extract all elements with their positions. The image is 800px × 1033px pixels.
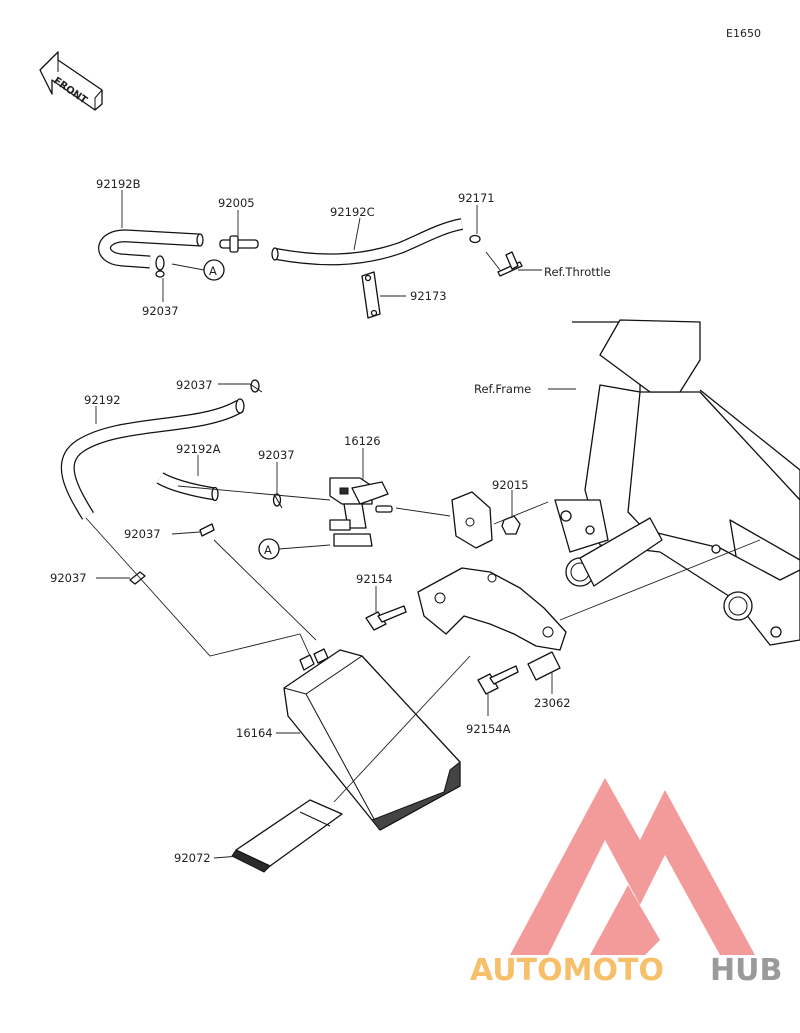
- label-92192: 92192: [84, 393, 121, 407]
- valve-16126: [329, 477, 393, 547]
- label-16126: 16126: [344, 434, 381, 448]
- callout-a-1: A: [203, 259, 225, 281]
- watermark-logo: [510, 778, 755, 955]
- bolt-92154: [365, 605, 407, 631]
- watermark-text-1: AUTOMOTO: [470, 953, 664, 988]
- label-23062: 23062: [534, 696, 571, 710]
- label-92037-b: 92037: [258, 448, 295, 462]
- label-16164: 16164: [236, 726, 273, 740]
- label-92005: 92005: [218, 196, 255, 210]
- callout-a-2: A: [258, 538, 280, 560]
- clamp-92037-a: [249, 379, 263, 393]
- front-arrow-icon: FRONT: [39, 51, 103, 111]
- t-fitting: [497, 251, 523, 277]
- svg-text:A: A: [264, 543, 272, 557]
- diagram-code: E1650: [726, 27, 761, 40]
- bolt-92154a: [477, 665, 519, 695]
- strap-92072: [231, 799, 343, 873]
- bracket-23062: [417, 567, 567, 681]
- label-92192c: 92192C: [330, 205, 375, 219]
- clamp-92037-d: [129, 571, 146, 585]
- label-92192a: 92192A: [176, 442, 221, 456]
- leader-lines: [85, 190, 761, 859]
- label-ref-throttle: Ref.Throttle: [544, 265, 611, 279]
- label-92015: 92015: [492, 478, 529, 492]
- hose-92192b: [98, 229, 204, 269]
- hose-92192: [60, 398, 245, 520]
- hose-92192c: [271, 218, 464, 266]
- label-92154a: 92154A: [466, 722, 511, 736]
- part-labels: 92192B 92005 92192C 92171 92037 92173 Re…: [50, 177, 611, 865]
- fitting-92005: [219, 235, 259, 253]
- label-92037-a: 92037: [176, 378, 213, 392]
- clamp-92037-top: [155, 255, 165, 278]
- label-92072: 92072: [174, 851, 211, 865]
- clip-92171: [469, 234, 481, 244]
- frame-ref: [554, 319, 800, 646]
- watermark-text-2: HUB: [710, 953, 782, 988]
- bracket-upper: [451, 491, 493, 549]
- canister-16164: [283, 648, 461, 831]
- label-ref-frame: Ref.Frame: [474, 382, 531, 396]
- label-92037-c: 92037: [124, 527, 161, 541]
- clamp-92037-b: [272, 493, 283, 509]
- bracket-92173: [361, 271, 381, 319]
- label-92171: 92171: [458, 191, 495, 205]
- clamp-92037-c: [199, 523, 215, 537]
- label-92173: 92173: [410, 289, 447, 303]
- nut-92015: [501, 515, 521, 535]
- label-92154: 92154: [356, 572, 393, 586]
- svg-text:A: A: [209, 264, 217, 278]
- label-92037-top: 92037: [142, 304, 179, 318]
- label-92037-d: 92037: [50, 571, 87, 585]
- label-92192b: 92192B: [96, 177, 141, 191]
